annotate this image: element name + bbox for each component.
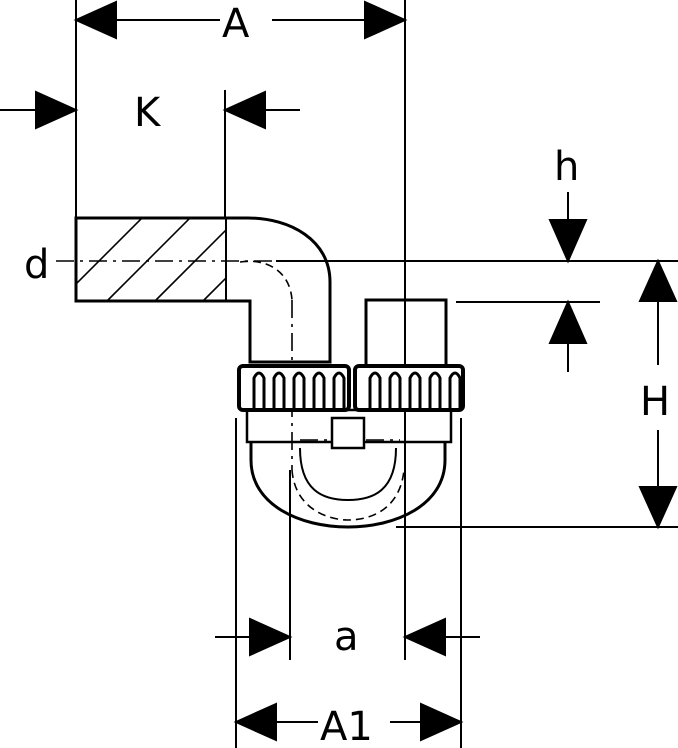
inlet-pipe <box>74 216 332 364</box>
label-A: A <box>222 1 250 47</box>
label-K: K <box>134 90 162 136</box>
right-union-nut <box>353 364 465 412</box>
label-a: a <box>334 614 359 660</box>
pipe-section-hatching <box>76 218 226 301</box>
label-H: H <box>640 379 670 425</box>
left-union-nut <box>237 364 351 412</box>
label-h: h <box>554 144 579 190</box>
extension-lines <box>75 0 678 748</box>
label-A1: A1 <box>320 704 373 748</box>
label-d: d <box>24 242 49 288</box>
trap-bend <box>245 408 453 529</box>
